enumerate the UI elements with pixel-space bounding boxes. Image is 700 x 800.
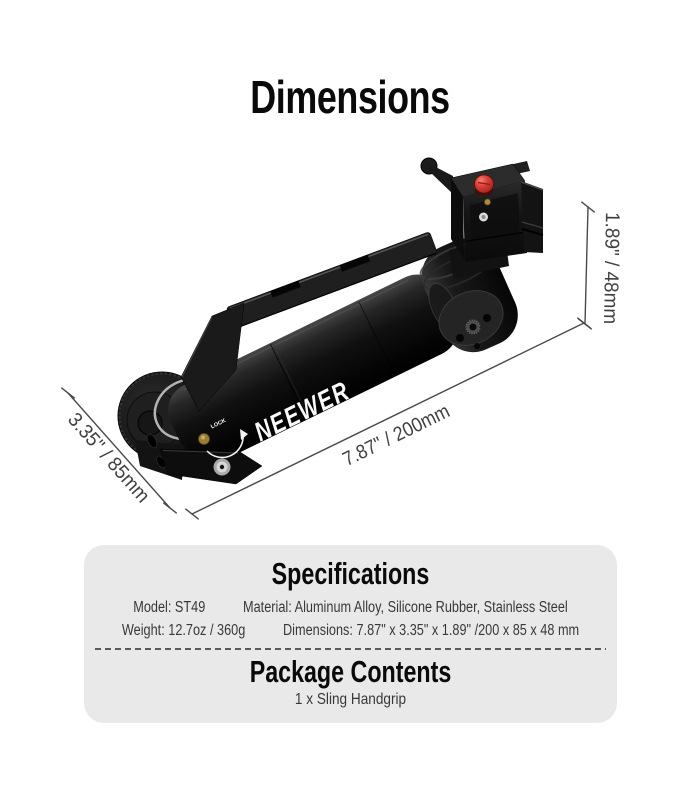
dimension-callouts <box>61 201 595 520</box>
specifications-heading: Specifications <box>271 556 430 591</box>
package-contents-heading: Package Contents <box>249 653 452 689</box>
red-safety-knob <box>474 174 494 196</box>
screw-hole <box>456 334 464 342</box>
dimension-line-depth <box>61 387 178 514</box>
nato-rail <box>226 232 437 329</box>
dimension-label-height: 1.89" / 48mm <box>599 212 623 324</box>
specifications-rows: Model: ST49 Material: Aluminum Alloy, Si… <box>122 599 579 639</box>
lock-lever <box>159 448 263 485</box>
dimension-label-length: 7.87" / 200mm <box>339 400 453 471</box>
spec-weight: Weight: 12.7oz / 360g <box>121 621 246 639</box>
spec-row-model-material: Model: ST49 Material: Aluminum Alloy, Si… <box>132 599 569 616</box>
brass-screw <box>484 198 491 206</box>
screw-hole <box>474 343 480 349</box>
spec-material: Material: Aluminum Alloy, Silicone Rubbe… <box>243 598 568 616</box>
dashed-divider <box>95 647 606 650</box>
spec-model: Model: ST49 <box>133 598 206 616</box>
handle-bracket <box>180 302 245 412</box>
package-contents-item: 1 x Sling Handgrip <box>294 691 407 709</box>
rail-flange <box>520 181 544 253</box>
spec-dimensions: Dimensions: 7.87" x 3.35" x 1.89" /200 x… <box>283 621 580 639</box>
screw-hole <box>483 314 491 322</box>
end-cap <box>438 290 504 349</box>
page-title: Dimensions <box>250 71 450 123</box>
strap-slot <box>146 433 158 449</box>
sling-handgrip-render: LOCK NEEWER <box>117 157 544 485</box>
dimension-line-height <box>578 201 595 330</box>
spec-row-weight-dimensions: Weight: 12.7oz / 360g Dimensions: 7.87" … <box>122 622 579 639</box>
quick-release-clamp <box>420 157 544 262</box>
info-panel: Specifications Model: ST49 Material: Alu… <box>84 545 617 723</box>
